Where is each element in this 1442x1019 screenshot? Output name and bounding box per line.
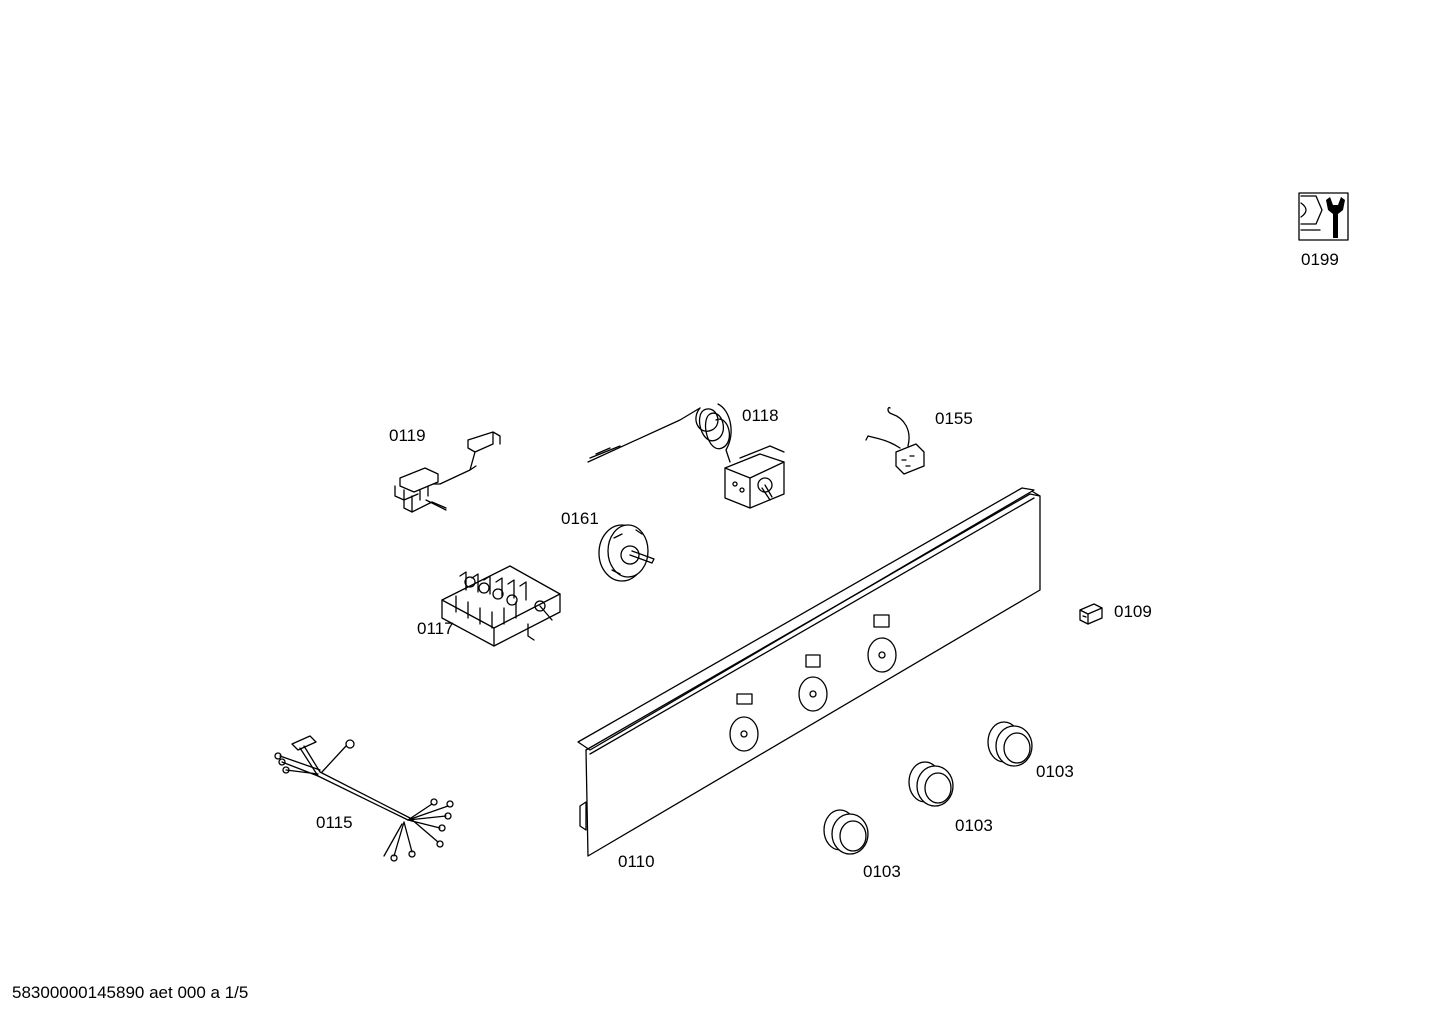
part-label-0103-c: 0103	[863, 862, 901, 881]
selector-switch-part	[441, 565, 561, 647]
part-label-0199: 0199	[1301, 250, 1339, 269]
wrench-nut-icon	[1298, 192, 1349, 241]
knob-part-2	[908, 761, 954, 807]
part-label-0117: 0117	[417, 619, 454, 638]
part-label-0103-b: 0103	[955, 816, 993, 835]
part-label-0161: 0161	[561, 509, 599, 528]
timer-switch-part	[598, 524, 655, 582]
part-label-0118: 0118	[742, 406, 779, 425]
part-label-0103-a: 0103	[1036, 762, 1074, 781]
knob-part-3	[823, 809, 869, 855]
pilot-lamp-part	[865, 406, 925, 475]
thermostat-part	[587, 403, 785, 509]
part-label-0155: 0155	[935, 409, 973, 428]
knob-part-1	[987, 721, 1033, 767]
document-code: 58300000145890 aet 000 a 1/5	[12, 983, 249, 1002]
control-panel-part	[577, 487, 1041, 857]
connector-part	[1079, 603, 1103, 625]
part-label-0119: 0119	[389, 426, 426, 445]
part-label-0110: 0110	[618, 852, 655, 871]
part-label-0115: 0115	[316, 813, 353, 832]
wiring-harness-part	[274, 735, 454, 862]
part-label-0109: 0109	[1114, 602, 1152, 621]
bracket-part	[394, 431, 501, 513]
